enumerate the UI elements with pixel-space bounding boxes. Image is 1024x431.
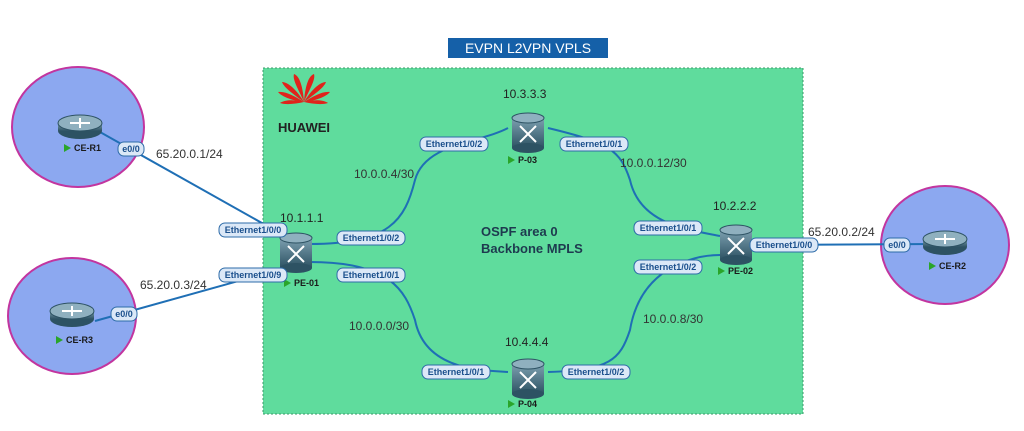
router-p-04[interactable] <box>511 358 545 399</box>
subnet-label: 10.0.0.12/30 <box>620 156 687 170</box>
interface-label: Ethernet1/0/2 <box>640 262 697 272</box>
router-ce-r3[interactable] <box>49 302 95 327</box>
router-pe-02[interactable] <box>719 224 753 265</box>
subnet-label: 65.20.0.2/24 <box>808 225 875 239</box>
device-name: CE-R3 <box>66 335 93 345</box>
device-ip: 10.3.3.3 <box>503 87 547 101</box>
router-ce-r1[interactable] <box>57 114 103 139</box>
diagram-title: EVPN L2VPN VPLS <box>448 38 608 58</box>
interface-label: Ethernet1/0/2 <box>426 139 483 149</box>
interface-label: Ethernet1/0/2 <box>343 233 400 243</box>
play-icon <box>284 279 291 287</box>
play-icon <box>508 156 515 164</box>
play-icon <box>56 336 63 344</box>
play-icon <box>718 267 725 275</box>
device-ip: 10.1.1.1 <box>280 211 324 225</box>
interface-label: Ethernet1/0/0 <box>225 225 282 235</box>
device-name: P-04 <box>518 399 537 409</box>
subnet-label: 10.0.0.8/30 <box>643 312 703 326</box>
device-name: CE-R1 <box>74 143 101 153</box>
interface-label: Ethernet1/0/0 <box>756 240 813 250</box>
interface-label: e0/0 <box>115 309 133 319</box>
area-label-ospf: OSPF area 0 <box>481 224 558 239</box>
play-icon <box>64 144 71 152</box>
subnet-label: 65.20.0.1/24 <box>156 147 223 161</box>
interface-label: Ethernet1/0/1 <box>428 367 485 377</box>
huawei-logo: HUAWEI <box>278 74 330 135</box>
huawei-wordmark: HUAWEI <box>278 120 330 135</box>
subnet-label: 10.0.0.0/30 <box>349 319 409 333</box>
router-pe-01[interactable] <box>279 232 313 273</box>
play-icon <box>929 262 936 270</box>
subnet-label: 10.0.0.4/30 <box>354 167 414 181</box>
interface-label: e0/0 <box>888 240 906 250</box>
device-name: PE-02 <box>728 266 753 276</box>
interface-label: Ethernet1/0/1 <box>343 270 400 280</box>
device-ip: 10.4.4.4 <box>505 335 549 349</box>
interface-label: Ethernet1/0/1 <box>566 139 623 149</box>
router-ce-r2[interactable] <box>922 230 968 255</box>
interface-label: e0/0 <box>122 144 140 154</box>
router-p-03[interactable] <box>511 112 545 153</box>
interface-label: Ethernet1/0/9 <box>225 270 282 280</box>
interface-label: Ethernet1/0/2 <box>568 367 625 377</box>
device-name: PE-01 <box>294 278 319 288</box>
play-icon <box>508 400 515 408</box>
subnet-label: 65.20.0.3/24 <box>140 278 207 292</box>
device-name: CE-R2 <box>939 261 966 271</box>
area-label-backbone: Backbone MPLS <box>481 241 583 256</box>
interface-label: Ethernet1/0/1 <box>640 223 697 233</box>
device-name: P-03 <box>518 155 537 165</box>
device-ip: 10.2.2.2 <box>713 199 757 213</box>
